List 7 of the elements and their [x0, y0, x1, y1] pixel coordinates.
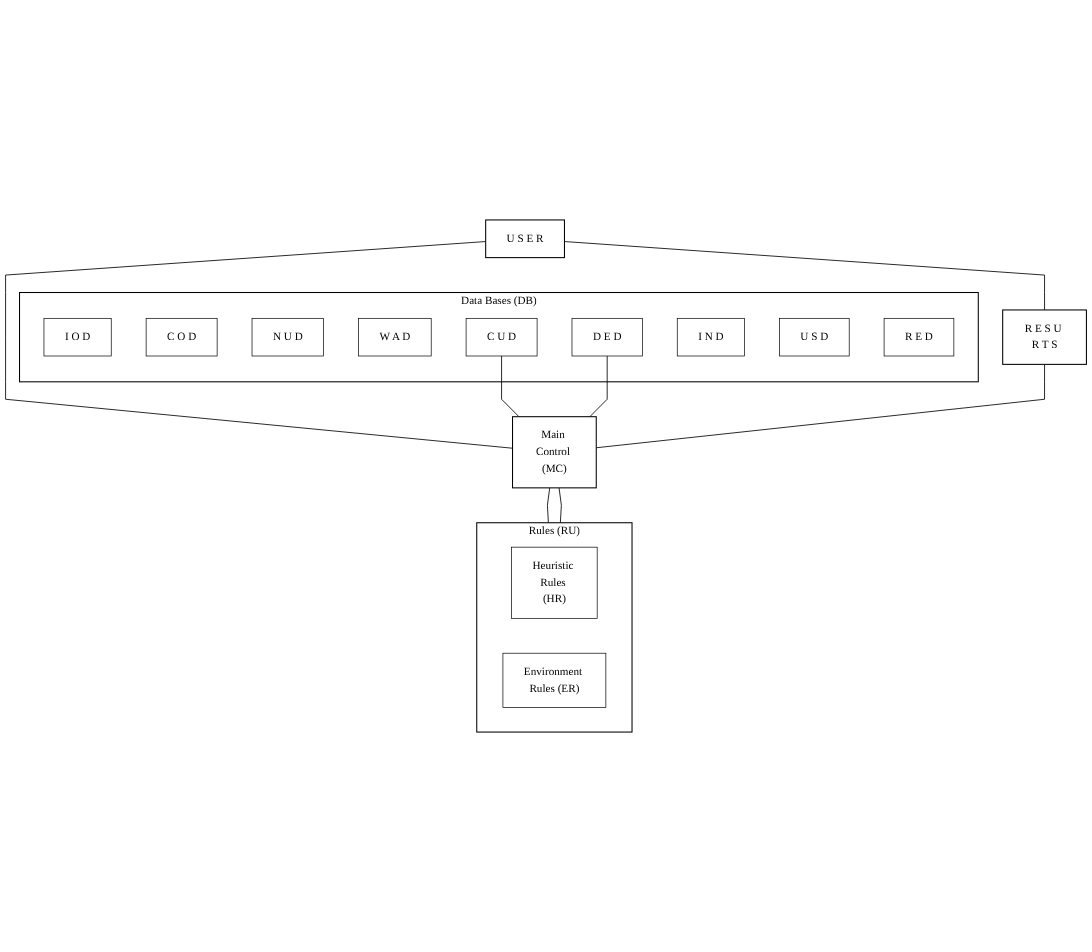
- connector: [547, 487, 551, 524]
- connector: [589, 355, 608, 418]
- connector: [595, 363, 1045, 449]
- connector: [558, 487, 562, 524]
- connector: [501, 355, 520, 418]
- connector: [564, 241, 1045, 311]
- connector: [5, 241, 513, 449]
